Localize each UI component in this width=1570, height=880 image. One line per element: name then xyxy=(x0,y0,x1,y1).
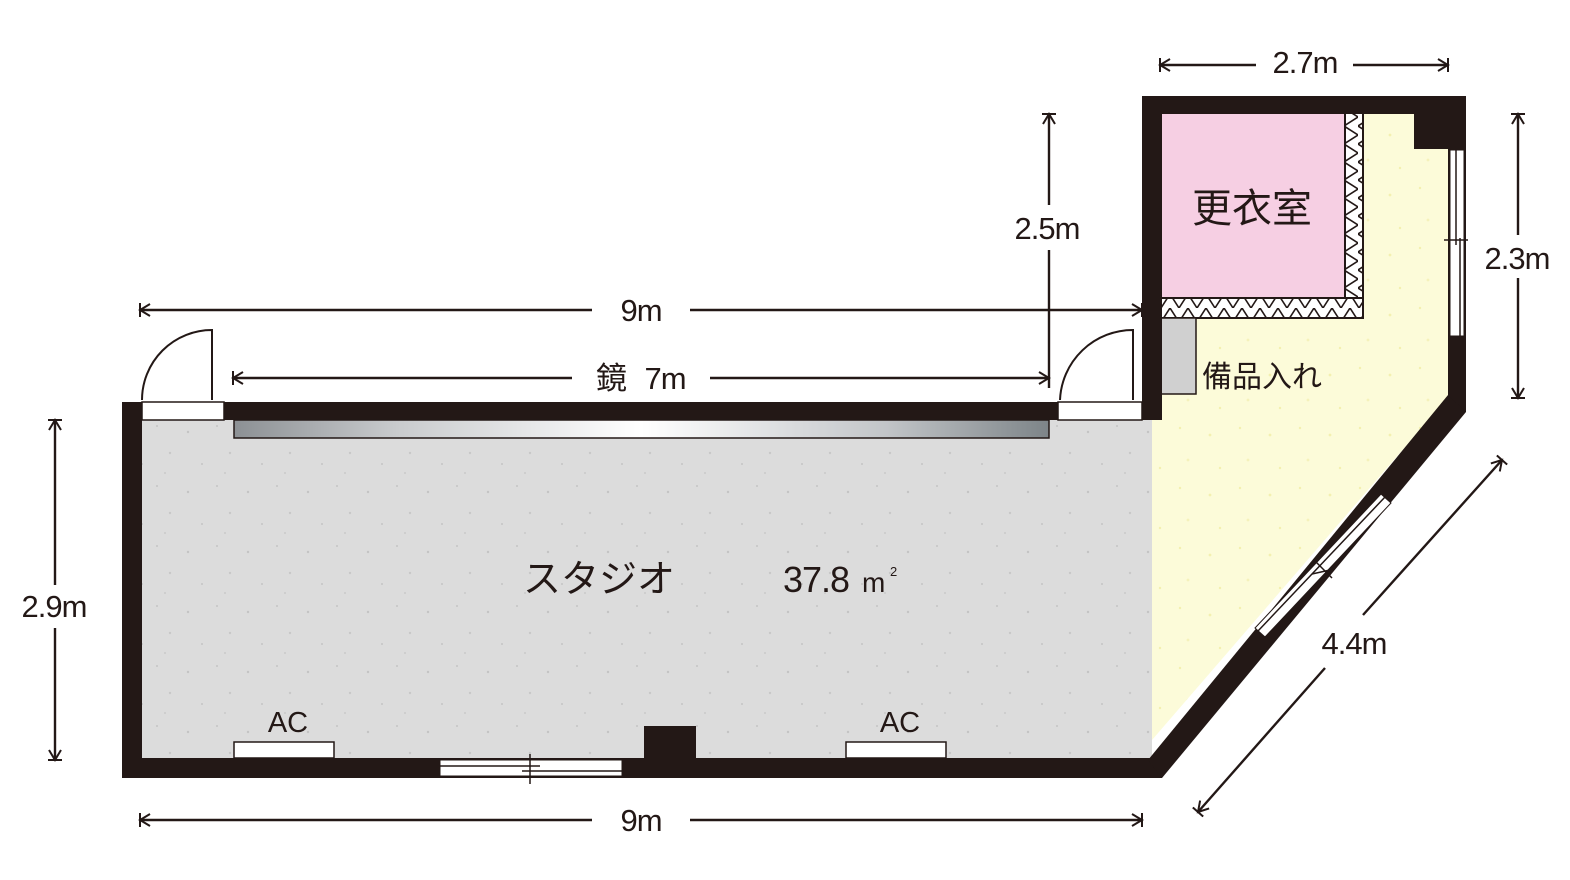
window-diagonal[interactable] xyxy=(1254,493,1392,638)
annex-pillar xyxy=(1414,113,1450,149)
mirror xyxy=(233,419,1050,439)
studio-name: スタジオ xyxy=(523,557,675,601)
wall-bottom xyxy=(122,758,1162,778)
storage-label: 備品入れ xyxy=(1202,360,1322,395)
dim-label-annex-offset: 2.5m xyxy=(1015,211,1080,246)
window-bottom[interactable] xyxy=(439,754,623,784)
pillar xyxy=(644,726,696,766)
door-left[interactable] xyxy=(141,328,225,421)
dim-label-top-width: 9m xyxy=(620,293,661,328)
wall-left xyxy=(122,402,142,778)
curtain-right xyxy=(1344,112,1364,319)
changing-room-area xyxy=(1160,113,1345,298)
window-annex-right[interactable] xyxy=(1444,149,1468,337)
changing-room-label: 更衣室 xyxy=(1192,186,1312,232)
dim-label-left-height: 2.9m xyxy=(22,589,87,624)
ac-unit-left xyxy=(233,741,335,759)
mirror-label-length: 7m xyxy=(644,361,685,396)
studio-area-unit-sup: 2 xyxy=(890,564,897,579)
dim-line-4.4m-lower xyxy=(1192,667,1326,818)
dim-line-4.4m-upper xyxy=(1362,454,1508,616)
annex-wall-left xyxy=(1142,96,1162,420)
storage-cabinet xyxy=(1159,317,1197,395)
ac-unit-right xyxy=(845,741,947,759)
studio-label: スタジオ 37.8 m 2 xyxy=(523,557,897,601)
studio-area-unit: m xyxy=(862,567,885,598)
annex-wall-top xyxy=(1142,96,1466,114)
wall-top xyxy=(122,402,1162,420)
dim-label-annex-height: 2.3m xyxy=(1485,241,1550,276)
curtain-bottom xyxy=(1159,297,1364,319)
door-right[interactable] xyxy=(1057,328,1143,421)
dim-label-diagonal: 4.4m xyxy=(1322,626,1387,661)
ac-label-right: AC xyxy=(880,707,920,739)
mirror-label-text: 鏡 xyxy=(596,361,626,397)
dim-label-bottom-width: 9m xyxy=(620,803,661,838)
ac-label-left: AC xyxy=(268,707,308,739)
studio-area: 37.8 xyxy=(783,559,849,600)
dim-label-annex-width: 2.7m xyxy=(1273,45,1338,80)
mirror-label: 鏡 7m xyxy=(596,361,687,397)
studio-floor xyxy=(140,420,1152,760)
